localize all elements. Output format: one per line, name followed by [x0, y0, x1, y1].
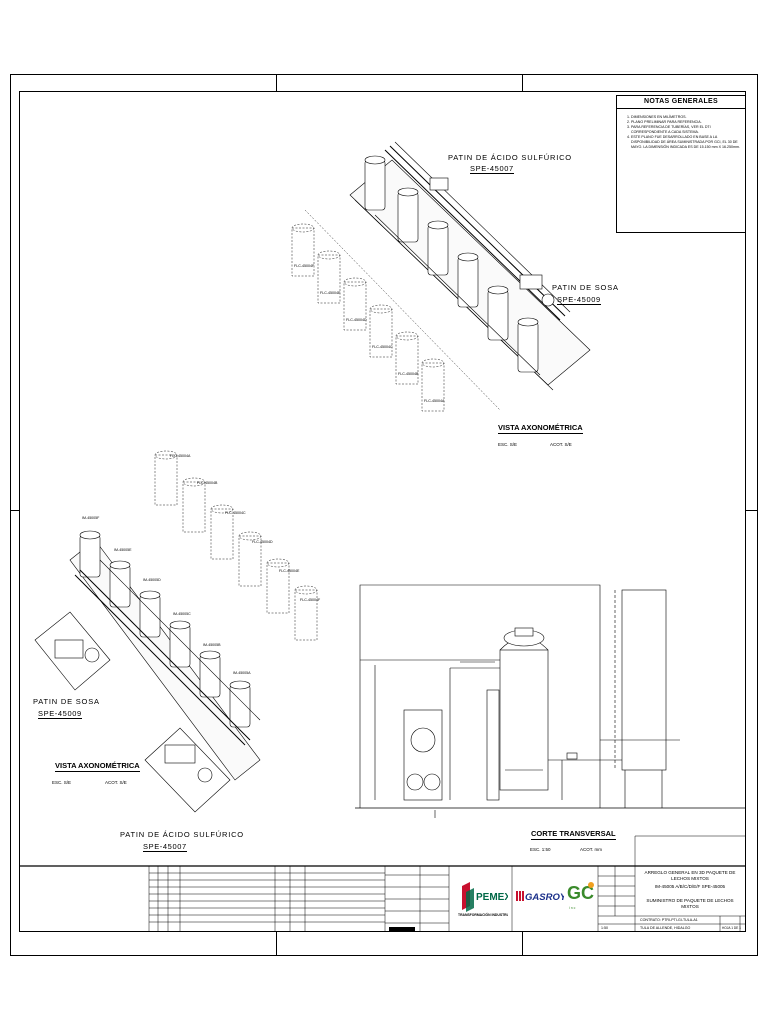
skid-vessel	[364, 155, 539, 373]
drawing-sheet-border	[10, 74, 758, 956]
section-view-scale: ESC. 1:50	[530, 847, 551, 852]
tank-tag: FLC-45004E	[279, 569, 300, 573]
tank-tag: FLC-45004C	[225, 511, 246, 515]
top-view-units: ACOT. S/E	[550, 442, 572, 447]
drawing-title-line: IM-45005 A/B/C/D/E/F SPE-45005	[654, 884, 726, 889]
zone-tick	[10, 510, 19, 511]
tank-tag: FLC-45004B	[197, 481, 218, 485]
tank-tag: FLC-45004C	[372, 345, 393, 349]
vessel-tag: IM-45005E	[114, 548, 132, 552]
tank-tag: FLC-45004F	[294, 264, 315, 268]
tank-tag: FLC-45004E	[320, 291, 341, 295]
future-tank	[291, 223, 445, 412]
location-label: TULA DE ALLENDE, HIDALGO	[640, 926, 691, 930]
top-view-title: VISTA AXONOMÉTRICA	[498, 423, 583, 434]
vessel-tag: IM-45005B	[203, 643, 221, 647]
tank-tag: FLC-45004A	[424, 399, 445, 403]
patin-sosa-label: PATIN DE SOSA	[552, 283, 619, 292]
patin-sosa-label: PATIN DE SOSA	[33, 697, 100, 706]
sheet-label: HOJA 1 DE 1	[722, 926, 741, 930]
skid-vessel	[79, 530, 251, 728]
note-item: ESTE PLANO FUE DESARROLLADO EN BASE A LA…	[631, 135, 741, 150]
svg-text:i n c: i n c	[569, 906, 576, 910]
gci-logo: GC i n c	[567, 873, 597, 913]
vessel-tag: IM-45005A	[233, 671, 251, 675]
patin-sulfurico-tag: SPE-45007	[470, 164, 514, 174]
svg-text:GASROY: GASROY	[525, 892, 564, 903]
patin-sosa-tag: SPE-45009	[557, 295, 601, 305]
left-view-title: VISTA AXONOMÉTRICA	[55, 761, 140, 772]
vessel-tag: IM-45005D	[143, 578, 161, 582]
pemex-logo: PEMEX TRANSFORMACIÓN INDUSTRIAL	[456, 878, 512, 918]
patin-sosa-tag: SPE-45009	[38, 709, 82, 719]
tank-tag: FLC-45004B	[398, 372, 419, 376]
section-view-title: CORTE TRANSVERSAL	[531, 829, 616, 840]
note-item: PARA REFERENCIA DE TUBERÍAS, VER EL DTI …	[631, 125, 741, 135]
gasroy-logo: GASROY	[516, 885, 568, 905]
tank-tag: FLC-45004F	[300, 598, 321, 602]
patin-sulfurico-label: PATIN DE ÁCIDO SULFÚRICO	[448, 153, 572, 162]
zone-tick	[522, 932, 523, 956]
zone-tick	[746, 510, 758, 511]
drawing-title-line: SUMINISTRO DE PAQUETE DE LECHOS MIXTOS	[646, 898, 734, 909]
tank-tag: FLC-45004D	[252, 540, 273, 544]
patin-sulfurico-tag: SPE-45007	[143, 842, 187, 852]
svg-text:TRANSFORMACIÓN INDUSTRIAL: TRANSFORMACIÓN INDUSTRIAL	[458, 912, 508, 917]
section-view-units: ACOT. mm	[580, 847, 602, 852]
note-item: DIMENSIONES EN MILÍMETROS.	[631, 115, 741, 120]
patin-sulfurico-label: PATIN DE ÁCIDO SULFÚRICO	[120, 830, 244, 839]
drawing-area-border	[19, 91, 746, 932]
left-view-units: ACOT. S/E	[105, 780, 127, 785]
zone-tick	[522, 74, 523, 91]
svg-text:GC: GC	[567, 883, 594, 903]
future-tank	[154, 450, 318, 641]
note-item: PLANO PRELIMINAR PARA REFERENCIA.	[631, 120, 741, 125]
vessel-tag: IM-45005C	[173, 612, 191, 616]
svg-text:PEMEX: PEMEX	[476, 892, 508, 903]
drawing-title-line: ARREGLO GENERAL EN 3D PAQUETE DE LECHOS …	[644, 870, 736, 881]
zone-tick	[276, 74, 277, 91]
top-view-scale: ESC. S/E	[498, 442, 518, 447]
zone-tick	[276, 932, 277, 956]
scale-label: 1:50	[601, 926, 608, 930]
tank-tag: FLC-45004D	[346, 318, 367, 322]
notes-header: NOTAS GENERALES	[617, 96, 745, 109]
left-view-scale: ESC. S/E	[52, 780, 72, 785]
notes-list: DIMENSIONES EN MILÍMETROS. PLANO PRELIMI…	[631, 115, 741, 150]
tank-tag: FLC-45004A	[170, 454, 191, 458]
contract-label: CONTRATO: PTRI-PTI-GI-TULA-A1	[640, 918, 698, 922]
vessel-tag: IM-45005F	[82, 516, 100, 520]
general-notes-box: NOTAS GENERALES DIMENSIONES EN MILÍMETRO…	[616, 95, 746, 233]
